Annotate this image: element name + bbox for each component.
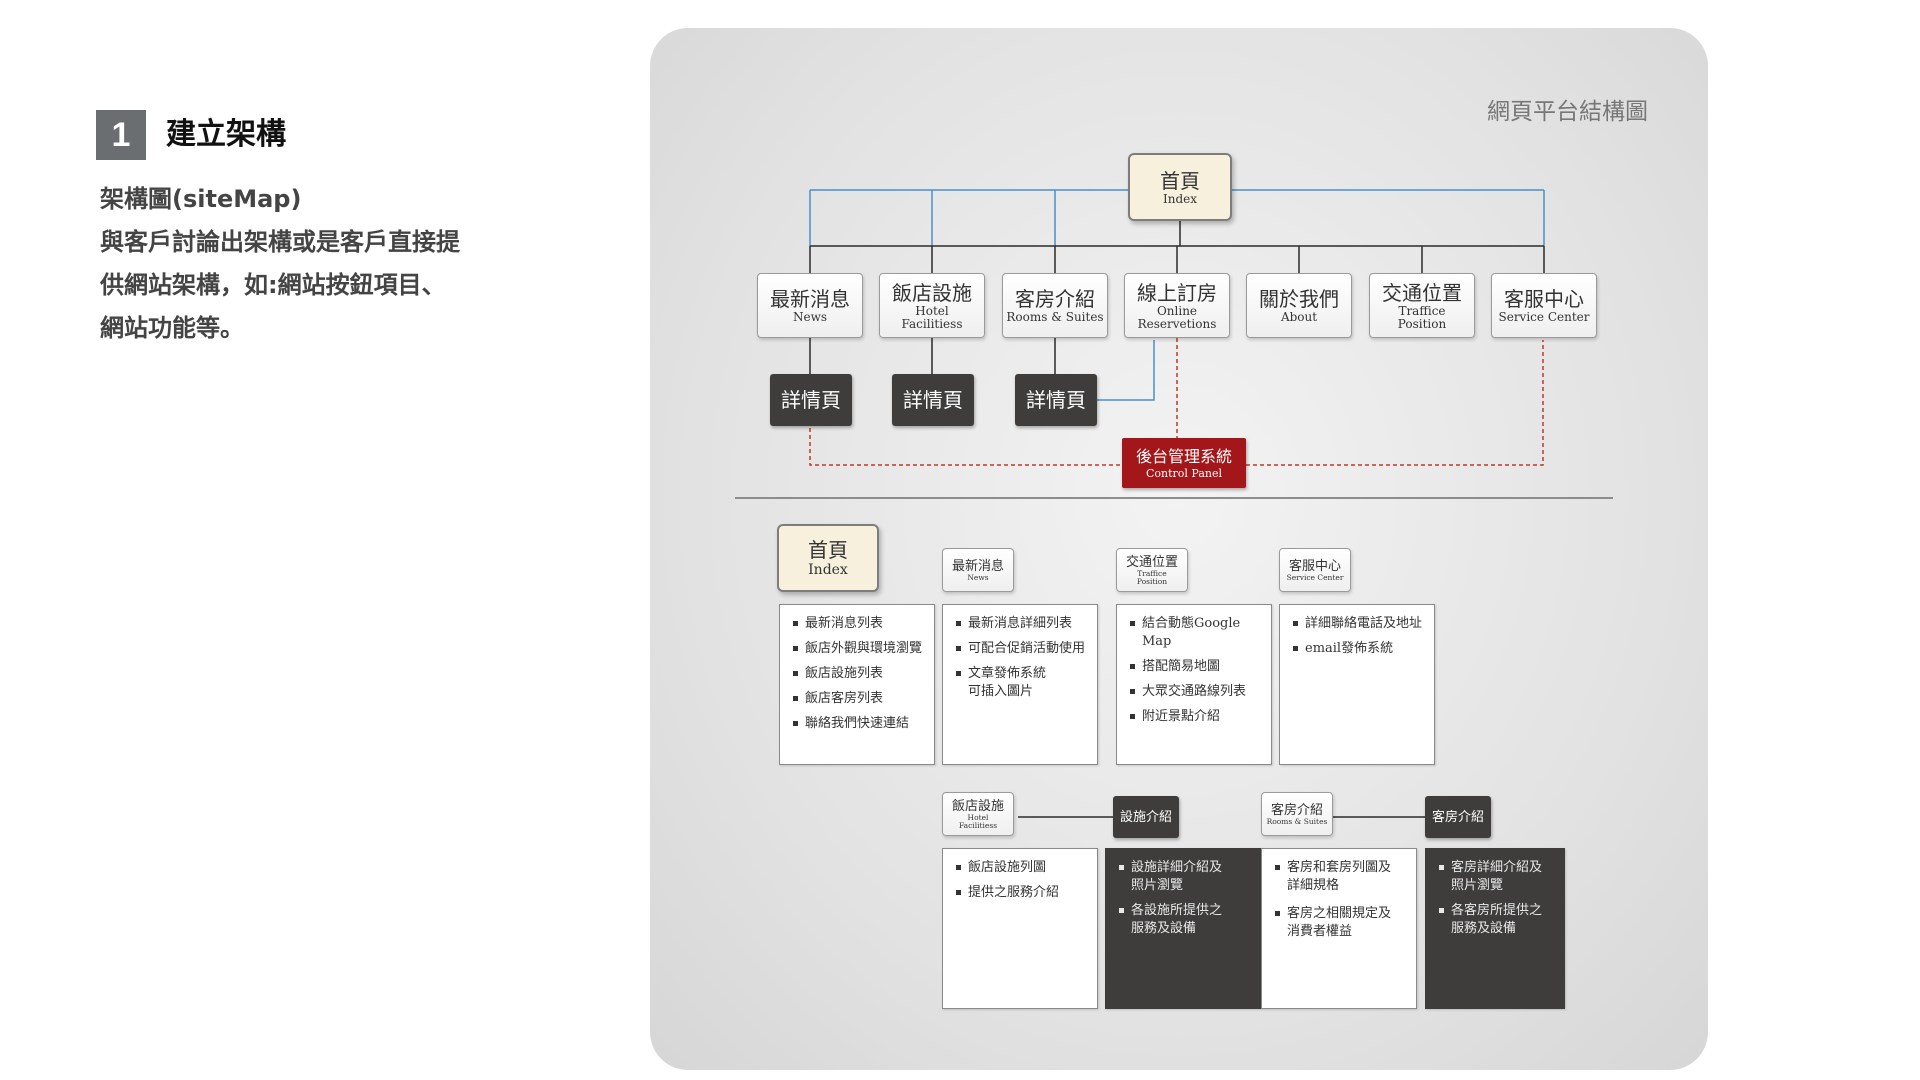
nav-node-en: Hotel Facilitiess [901,303,963,331]
index-node-zh: 首頁 [1160,168,1200,193]
description-line: 與客戶討論出架構或是客戶直接提 [100,228,460,256]
content-item: 聯絡我們快速連結 [792,715,926,733]
page-rooms-content: 客房和套房列圖及 詳細規格 客房之相關規定及 消費者權益 [1261,848,1417,1009]
page-header-en: News [967,572,989,582]
content-item: 最新消息列表 [792,615,926,633]
page-news-header: 最新消息 News [942,548,1014,592]
control-panel-node: 後台管理系統 Control Panel [1122,438,1246,488]
detail-node-facilities: 詳情頁 [892,374,974,426]
content-item: 飯店客房列表 [792,690,926,708]
page-header-zh: 客房介紹 [1431,809,1484,825]
content-item: 可配合促銷活動使用 [955,640,1089,658]
room-detail-content: 客房詳細介紹及 照片瀏覽 各客房所提供之 服務及設備 [1425,848,1565,1009]
content-item: 各客房所提供之 服務及設備 [1438,902,1556,938]
nav-node-service: 客服中心 Service Center [1491,273,1597,338]
red-connectors [809,338,1544,466]
detail-node-news: 詳情頁 [770,374,852,426]
page-header-zh: 飯店設施 [951,798,1004,814]
content-item: 飯店外觀與環境瀏覽 [792,640,926,658]
page-header-zh: 設施介紹 [1119,809,1172,825]
detail-node-label: 詳情頁 [781,388,841,412]
description-line: 供網站架構，如:網站按鈕項目、 [100,271,446,299]
content-item: 客房和套房列圖及 詳細規格 [1274,859,1408,895]
room-detail-header: 客房介紹 [1425,796,1491,838]
control-panel-zh: 後台管理系統 [1135,446,1232,466]
page-service-header: 客服中心 Service Center [1279,548,1351,592]
content-item: 大眾交通路線列表 [1129,683,1263,701]
content-item: 文章發佈系統 可插入圖片 [955,665,1089,701]
content-item: 客房之相關規定及 消費者權益 [1274,905,1408,941]
content-item: 搭配簡易地圖 [1129,658,1263,676]
description: 架構圖(siteMap) 與客戶討論出架構或是客戶直接提 供網站架構，如:網站按… [100,178,520,350]
content-item: 飯店設施列圖 [955,859,1089,877]
nav-node-en: News [792,310,828,324]
page-header-zh: 首頁 [808,538,848,562]
content-item: 最新消息詳細列表 [955,615,1089,633]
nav-node-en: About [1280,310,1318,324]
page-header-en: Traffice Position [1136,568,1168,586]
nav-node-en: Rooms & Suites [1006,310,1104,324]
page-header-zh: 交通位置 [1125,554,1178,570]
nav-node-facilities: 飯店設施 Hotel Facilitiess [879,273,985,338]
step-title: 建立架構 [166,117,286,152]
index-node: 首頁 Index [1128,153,1232,221]
nav-node-zh: 客服中心 [1504,287,1584,311]
nav-node-zh: 關於我們 [1259,287,1339,311]
content-item: 飯店設施列表 [792,665,926,683]
detail-node-rooms: 詳情頁 [1015,374,1097,426]
page-header-zh: 最新消息 [951,558,1004,574]
page-news-content: 最新消息詳細列表 可配合促銷活動使用 文章發佈系統 可插入圖片 [942,604,1098,765]
nav-node-about: 關於我們 About [1246,273,1352,338]
nav-node-en: Traffice Position [1397,303,1447,331]
black-connectors [809,220,1545,818]
nav-node-rooms: 客房介紹 Rooms & Suites [1002,273,1108,338]
nav-node-en: Online Reservetions [1137,303,1217,331]
description-line: 架構圖(siteMap) [100,185,302,213]
page-traffic-content: 結合動態Google Map 搭配簡易地圖 大眾交通路線列表 附近景點介紹 [1116,604,1272,765]
page-traffic-header: 交通位置 Traffice Position [1116,548,1188,592]
description-line: 網站功能等。 [100,314,244,342]
nav-node-zh: 最新消息 [770,287,850,311]
facility-detail-header: 設施介紹 [1113,796,1179,838]
page-index-header: 首頁 Index [777,524,879,592]
nav-node-zh: 線上訂房 [1137,280,1217,305]
red-dashed-line [1246,340,1544,466]
section-divider [735,497,1613,499]
content-item: 附近景點介紹 [1129,708,1263,726]
nav-node-zh: 交通位置 [1382,280,1462,305]
nav-node-zh: 飯店設施 [892,280,972,305]
content-item: 客房詳細介紹及 照片瀏覽 [1438,859,1556,895]
content-item: email發佈系統 [1292,640,1426,658]
page-service-content: 詳細聯絡電話及地址 email發佈系統 [1279,604,1435,765]
content-item: 設施詳細介紹及 照片瀏覽 [1118,859,1252,895]
detail-node-label: 詳情頁 [1026,388,1086,412]
page-facilities-content: 飯店設施列圖 提供之服務介紹 [942,848,1098,1009]
red-dashed-line [809,428,1122,466]
facility-detail-content: 設施詳細介紹及 照片瀏覽 各設施所提供之 服務及設備 [1105,848,1261,1009]
nav-node-zh: 客房介紹 [1015,287,1095,311]
nav-node-traffic: 交通位置 Traffice Position [1369,273,1475,338]
page-header-en: Rooms & Suites [1266,816,1328,826]
content-item: 提供之服務介紹 [955,884,1089,902]
diagram-title: 網頁平台結構圖 [1487,99,1648,125]
page-header-en: Hotel Facilitiess [958,812,998,830]
page-header-zh: 客房介紹 [1270,802,1323,818]
page-rooms-header: 客房介紹 Rooms & Suites [1261,792,1333,836]
page-header-zh: 客服中心 [1288,558,1341,574]
page-index-content: 最新消息列表 飯店外觀與環境瀏覽 飯店設施列表 飯店客房列表 聯絡我們快速連結 [779,604,935,765]
nav-node-en: Service Center [1498,310,1590,324]
detail-node-label: 詳情頁 [903,388,963,412]
sitemap-panel: 網頁平台結構圖 [650,28,1708,1070]
content-item: 各設施所提供之 服務及設備 [1118,902,1252,938]
content-item: 詳細聯絡電話及地址 [1292,615,1426,633]
nav-node-news: 最新消息 News [757,273,863,338]
page-facilities-header: 飯店設施 Hotel Facilitiess [942,792,1014,836]
step-number-badge: 1 [96,110,146,160]
content-item: 結合動態Google Map [1129,615,1263,651]
index-node-en: Index [1162,191,1198,206]
control-panel-en: Control Panel [1145,466,1223,480]
page-header-en: Service Center [1286,572,1344,582]
nav-node-reservation: 線上訂房 Online Reservetions [1124,273,1230,338]
page-header-en: Index [808,562,848,578]
